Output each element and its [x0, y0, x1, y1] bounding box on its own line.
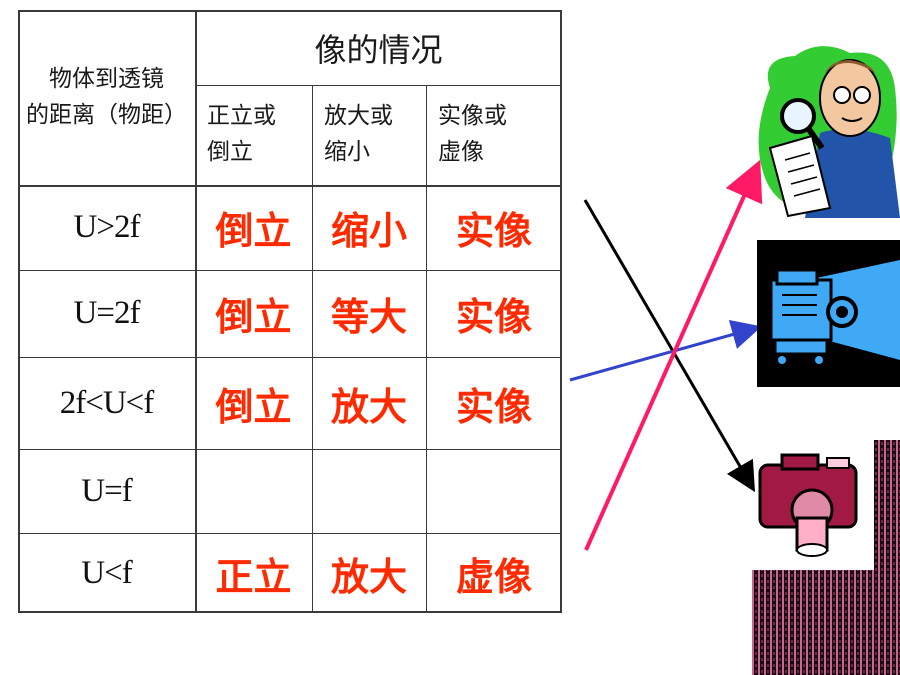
row-size: 放大 [330, 554, 407, 599]
header-size-line1: 放大或 [324, 103, 393, 129]
row-label: 2f<U<f [59, 384, 155, 421]
row-orientation: 倒立 [215, 209, 292, 253]
grid-line [18, 10, 562, 12]
grid-line [560, 10, 562, 613]
grid-line [426, 85, 427, 613]
grid-line [195, 10, 197, 613]
row-orientation: 倒立 [215, 384, 292, 429]
grid-line [18, 185, 562, 187]
header-object-distance-line1: 物体到透镜 [49, 65, 164, 92]
header-orientation-line1: 正立或 [207, 103, 276, 129]
header-image-situation: 像的情况 [314, 30, 443, 69]
grid-line [312, 85, 313, 613]
header-size: 放大或 缩小 [312, 85, 426, 185]
row-orientation: 倒立 [215, 295, 292, 339]
row-kind: 实像 [455, 295, 532, 339]
header-orientation-line2: 倒立 [207, 138, 253, 165]
camera-icon [752, 440, 900, 675]
row-label: U>2f [73, 209, 141, 245]
lens-imaging-table: 物体到透镜 的距离（物距） 像的情况 正立或 倒立 放大或 缩小 实像或 虚像 … [18, 10, 562, 613]
row-kind: 实像 [455, 384, 532, 429]
row-size: 缩小 [330, 209, 407, 253]
grid-line [18, 611, 562, 613]
magnifier-reader-icon [758, 46, 900, 218]
row-label: U=2f [73, 295, 141, 331]
header-orientation: 正立或 倒立 [195, 85, 312, 185]
grid-line [18, 449, 562, 450]
row-orientation: 正立 [215, 554, 292, 599]
row-kind: 虚像 [455, 554, 532, 599]
row-size: 放大 [330, 384, 407, 429]
header-kind-line2: 虚像 [438, 138, 484, 165]
grid-line [195, 85, 562, 86]
projector-icon [757, 240, 900, 387]
grid-line [18, 270, 562, 271]
row-label: U<f [81, 554, 132, 591]
row-label: U=f [81, 472, 132, 509]
grid-line [18, 533, 562, 534]
arrow-to-projector [569, 320, 762, 382]
header-kind: 实像或 虚像 [426, 85, 562, 185]
row-kind: 实像 [455, 209, 532, 253]
grid-line [18, 10, 20, 613]
header-object-distance-line2: 的距离（物距） [26, 101, 187, 128]
header-kind-line1: 实像或 [438, 103, 507, 129]
arrow-to-camera [583, 199, 756, 493]
header-size-line2: 缩小 [324, 138, 370, 165]
header-object-distance: 物体到透镜 的距离（物距） [18, 10, 195, 185]
grid-line [18, 357, 562, 358]
arrow-to-magnifier [584, 159, 763, 551]
row-size: 等大 [330, 295, 407, 339]
